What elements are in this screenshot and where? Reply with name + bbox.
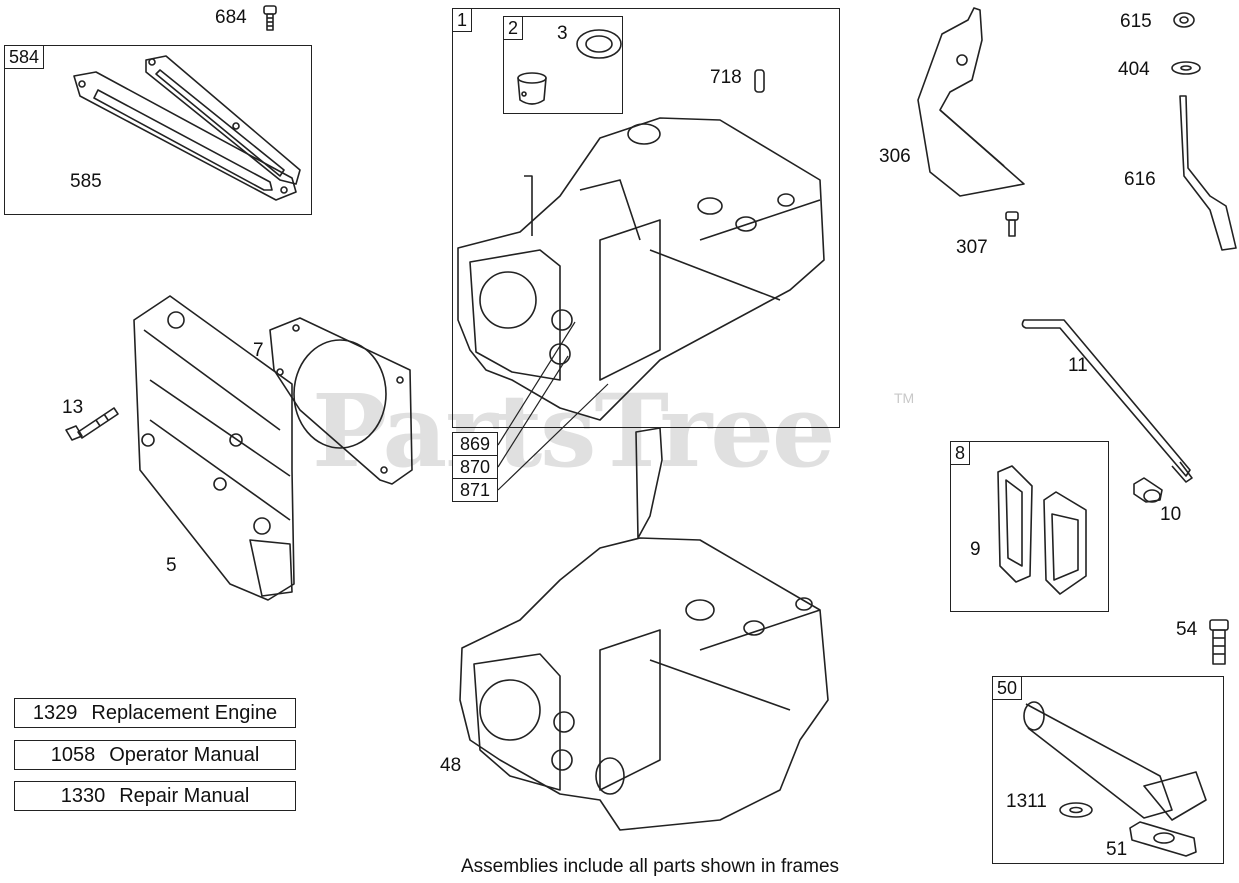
callout-718: 718 [710, 67, 742, 88]
legend-number: 1329 [32, 702, 78, 724]
screw-54-icon [1209, 619, 1229, 665]
frame-2: 2 [503, 16, 623, 114]
frame-number: 50 [993, 677, 1023, 700]
crankcase-48-icon [459, 427, 829, 831]
callout-3: 3 [557, 23, 568, 44]
callout-616: 616 [1124, 169, 1156, 190]
legend-replacement-engine: 1329 Replacement Engine [14, 698, 296, 728]
nut-615-icon [1173, 12, 1195, 28]
callout-1311: 1311 [1006, 791, 1047, 812]
leader-lines [497, 321, 609, 491]
footer-note: Assemblies include all parts shown in fr… [460, 856, 840, 877]
frame-number: 2 [504, 17, 524, 40]
callout-306: 306 [879, 146, 911, 167]
frame-number: 584 [5, 46, 45, 69]
legend-text: Operator Manual [109, 744, 260, 766]
crankcase-1-icon [457, 117, 825, 421]
legend-number: 1058 [50, 744, 96, 766]
sleeve-2-icon [517, 72, 547, 105]
gasket-51-icon [1129, 821, 1197, 857]
bolt-13-icon [65, 407, 119, 441]
pin-718-icon [754, 69, 765, 93]
legend-repair-manual: 1330 Repair Manual [14, 781, 296, 811]
frame-8: 8 [950, 441, 1109, 612]
frame-584: 584 [4, 45, 312, 215]
part-number-869: 869 [452, 432, 498, 456]
callout-11: 11 [1068, 355, 1088, 376]
callout-51: 51 [1106, 839, 1128, 860]
watermark-tm: TM [894, 390, 915, 406]
callout-585: 585 [70, 171, 102, 192]
legend-text: Repair Manual [119, 785, 250, 807]
part-number-stack: 869 870 871 [452, 432, 498, 502]
dipstick-tube-50-icon [1023, 701, 1207, 821]
screw-307-icon [1005, 211, 1019, 237]
legend-text: Replacement Engine [91, 702, 278, 724]
gasket-9-icon [997, 465, 1033, 583]
callout-615: 615 [1120, 11, 1152, 32]
frame-1: 1 [452, 8, 840, 428]
seal-3-icon [576, 29, 622, 59]
callout-7: 7 [253, 340, 264, 361]
cover-9-icon [1043, 491, 1087, 595]
watermark-brand: PartsTree [312, 372, 836, 490]
callout-13: 13 [62, 397, 84, 418]
frame-number: 1 [453, 9, 473, 32]
callout-48: 48 [440, 755, 462, 776]
frame-number: 8 [951, 442, 971, 465]
callout-307: 307 [956, 237, 988, 258]
callout-404: 404 [1118, 59, 1150, 80]
tube-11-icon [1021, 319, 1193, 483]
head-gasket-7-icon [269, 317, 413, 485]
callout-54: 54 [1176, 619, 1198, 640]
washer-404-icon [1171, 61, 1201, 75]
shield-306-icon [917, 7, 1025, 197]
callout-684: 684 [215, 7, 247, 28]
callout-10: 10 [1160, 504, 1182, 525]
gasket-585-icon [73, 55, 301, 201]
link-616-icon [1179, 95, 1237, 251]
bolt-684-icon [263, 5, 277, 31]
legend-number: 1330 [60, 785, 106, 807]
callout-9: 9 [970, 539, 981, 560]
part-number-870: 870 [452, 456, 498, 479]
cylinder-head-5-icon [133, 295, 295, 601]
callout-5: 5 [166, 555, 177, 576]
frame-50: 50 [992, 676, 1224, 864]
washer-1311-icon [1059, 802, 1093, 818]
part-number-871: 871 [452, 479, 498, 502]
fitting-10-icon [1133, 477, 1163, 503]
legend-operator-manual: 1058 Operator Manual [14, 740, 296, 770]
